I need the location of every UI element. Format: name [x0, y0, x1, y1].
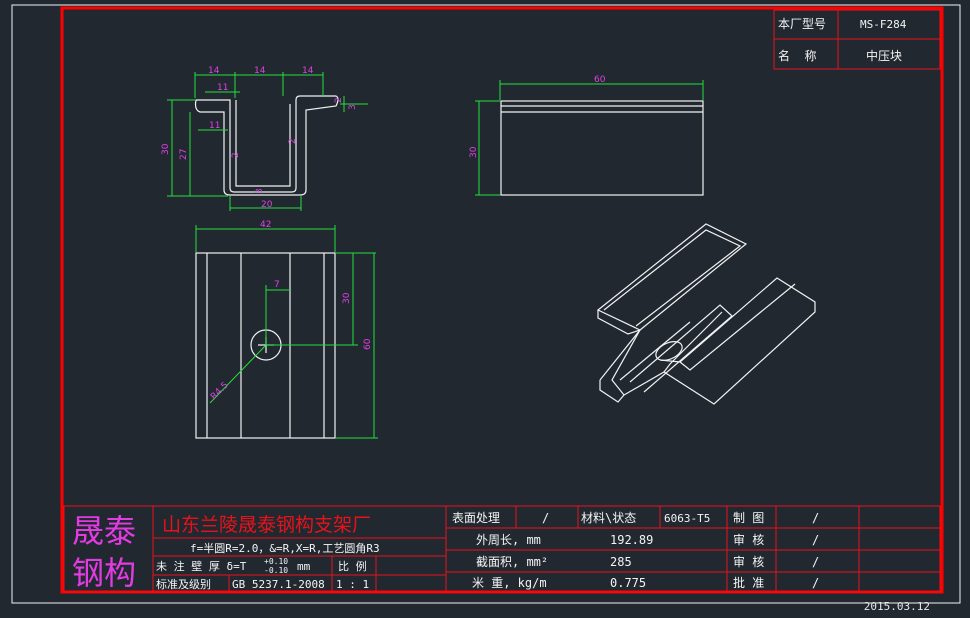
tol-minus: -0.10	[264, 566, 288, 575]
name-label: 名 称	[778, 48, 816, 63]
dim-11b: 11	[209, 121, 220, 131]
dim-hole-radius: R4.5	[209, 380, 231, 402]
isometric-view	[596, 223, 816, 405]
dim-2c: 2	[334, 97, 344, 103]
cross-section-view: 14 14 14 11 11 30 27 2 2 3 3 2 20	[161, 66, 368, 211]
material-label: 材料\状态	[581, 511, 636, 525]
dim-20: 20	[261, 200, 273, 210]
area-value: 285	[610, 555, 632, 569]
dim-top-width: 42	[260, 220, 271, 230]
approve-value: /	[812, 576, 819, 590]
perimeter-label: 外周长, mm	[476, 533, 541, 547]
scale-value: 1 : 1	[336, 578, 369, 591]
material-value: 6063-T5	[664, 512, 710, 525]
perimeter-value: 192.89	[610, 533, 653, 547]
dim-3a: 3	[255, 188, 265, 194]
area-label: 截面积, mm²	[476, 555, 548, 569]
approve-label: 批 准	[733, 575, 764, 590]
dim-top-height: 60	[363, 338, 373, 350]
logo-line2: 钢构	[72, 554, 136, 592]
std-label: 标准及级别	[156, 577, 211, 591]
date-stamp: 2015.03.12	[863, 600, 930, 613]
check2-value: /	[812, 555, 819, 569]
dim-3b: 3	[348, 104, 358, 110]
tol-plus: +0.10	[264, 557, 288, 566]
weight-value: 0.775	[610, 576, 646, 590]
dim-side-width: 60	[594, 75, 606, 85]
model-label: 本厂型号	[778, 17, 826, 31]
header-box: 本厂型号 MS-F284 名 称 中压块	[773, 9, 941, 70]
surface-value: /	[542, 511, 549, 525]
draw-value: /	[812, 511, 819, 525]
dim-30-section: 30	[161, 143, 171, 155]
check2-label: 审 核	[733, 554, 764, 569]
draw-label: 制 图	[733, 511, 764, 525]
check1-label: 审 核	[733, 532, 764, 547]
drawing-frame	[60, 6, 944, 594]
check1-value: /	[812, 533, 819, 547]
dim-2a: 2	[231, 152, 241, 158]
dim-14c: 14	[302, 66, 314, 76]
dim-side-height: 30	[469, 146, 479, 158]
company-name: 山东兰陵晟泰钢构支架厂	[162, 514, 371, 536]
title-block: 晟泰 钢构 山东兰陵晟泰钢构支架厂 f=半圆R=2.0，&=R,X=R,工艺圆角…	[63, 505, 941, 593]
scale-label: 比 例	[338, 559, 367, 573]
top-view: 42 7 30 60 R4.5	[195, 220, 378, 439]
dim-top-inner: 30	[342, 292, 352, 304]
name-value: 中压块	[866, 48, 902, 63]
dim-14a: 14	[208, 66, 220, 76]
wall-unit: mm	[297, 560, 311, 573]
dim-14b: 14	[254, 66, 266, 76]
dim-11a: 11	[217, 83, 228, 93]
surface-label: 表面处理	[452, 511, 500, 525]
dim-27: 27	[179, 149, 189, 160]
model-value: MS-F284	[860, 18, 907, 31]
side-view: 60 30	[469, 75, 704, 196]
logo-line1: 晟泰	[72, 512, 136, 550]
note-text: f=半圆R=2.0，&=R,X=R,工艺圆角R3	[190, 541, 380, 555]
std-value: GB 5237.1-2008	[232, 578, 325, 591]
dim-top-offset: 7	[274, 280, 280, 290]
wall-label: 未 注 壁 厚 δ=T	[156, 559, 247, 573]
dim-2b: 2	[288, 138, 298, 144]
weight-label: 米 重, kg/m	[472, 576, 547, 590]
outer-border	[11, 4, 961, 604]
